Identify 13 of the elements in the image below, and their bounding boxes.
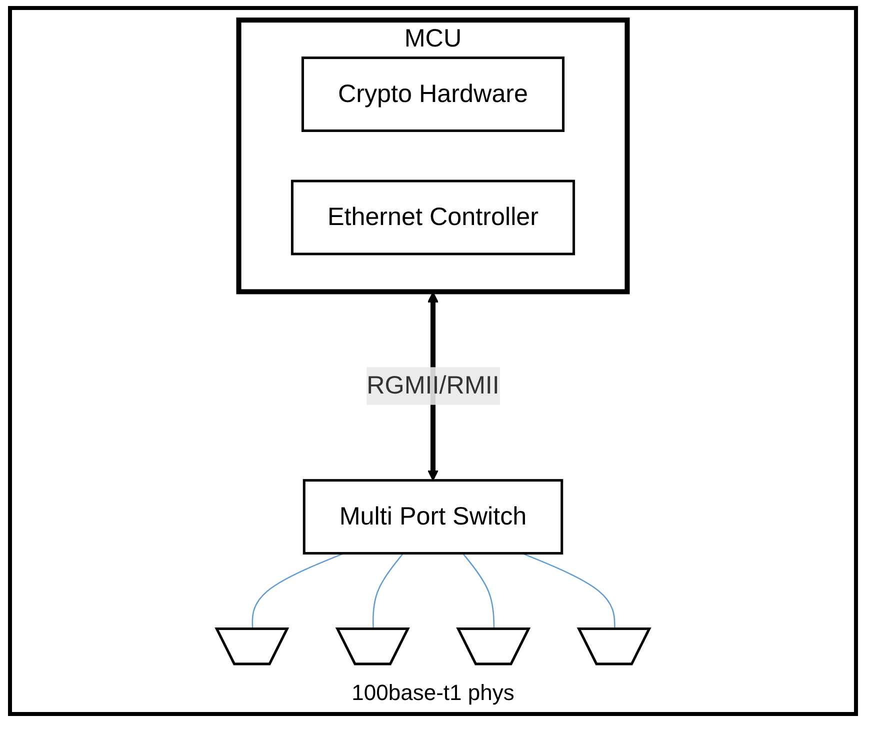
node-pentagon [214,627,290,666]
node-box: Ethernet Controller [290,180,576,256]
connector [522,552,616,630]
connector [372,552,404,630]
node-pentagon [335,627,410,666]
node-pentagon [576,627,652,666]
edge-label: RGMII/RMII [366,372,500,400]
connector [252,552,344,630]
node-box: Crypto Hardware [301,56,565,132]
node-pentagon [456,627,531,666]
connector [462,552,495,630]
annotation-text: 100base-t1 phys [352,680,514,706]
node-box: Multi Port Switch [302,479,564,555]
